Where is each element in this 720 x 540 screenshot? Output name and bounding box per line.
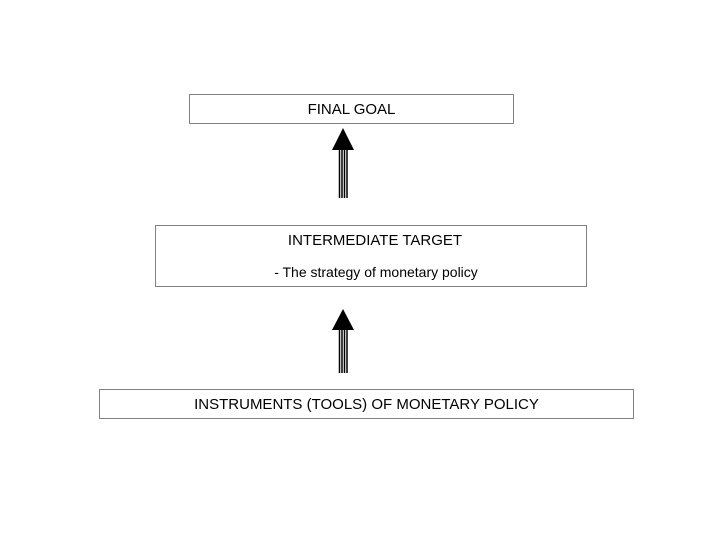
upward-arrow-icon <box>332 128 354 198</box>
instruments-label: INSTRUMENTS (TOOLS) OF MONETARY POLICY <box>194 396 539 413</box>
final-goal-label: FINAL GOAL <box>307 101 396 118</box>
final-goal-box: FINAL GOAL <box>189 94 514 124</box>
upward-arrow-icon <box>332 309 354 373</box>
intermediate-target-subtitle: - The strategy of monetary policy <box>274 264 478 280</box>
intermediate-target-box: INTERMEDIATE TARGET - The strategy of mo… <box>155 225 587 287</box>
intermediate-target-title: INTERMEDIATE TARGET <box>287 232 463 249</box>
instruments-box: INSTRUMENTS (TOOLS) OF MONETARY POLICY <box>99 389 634 419</box>
